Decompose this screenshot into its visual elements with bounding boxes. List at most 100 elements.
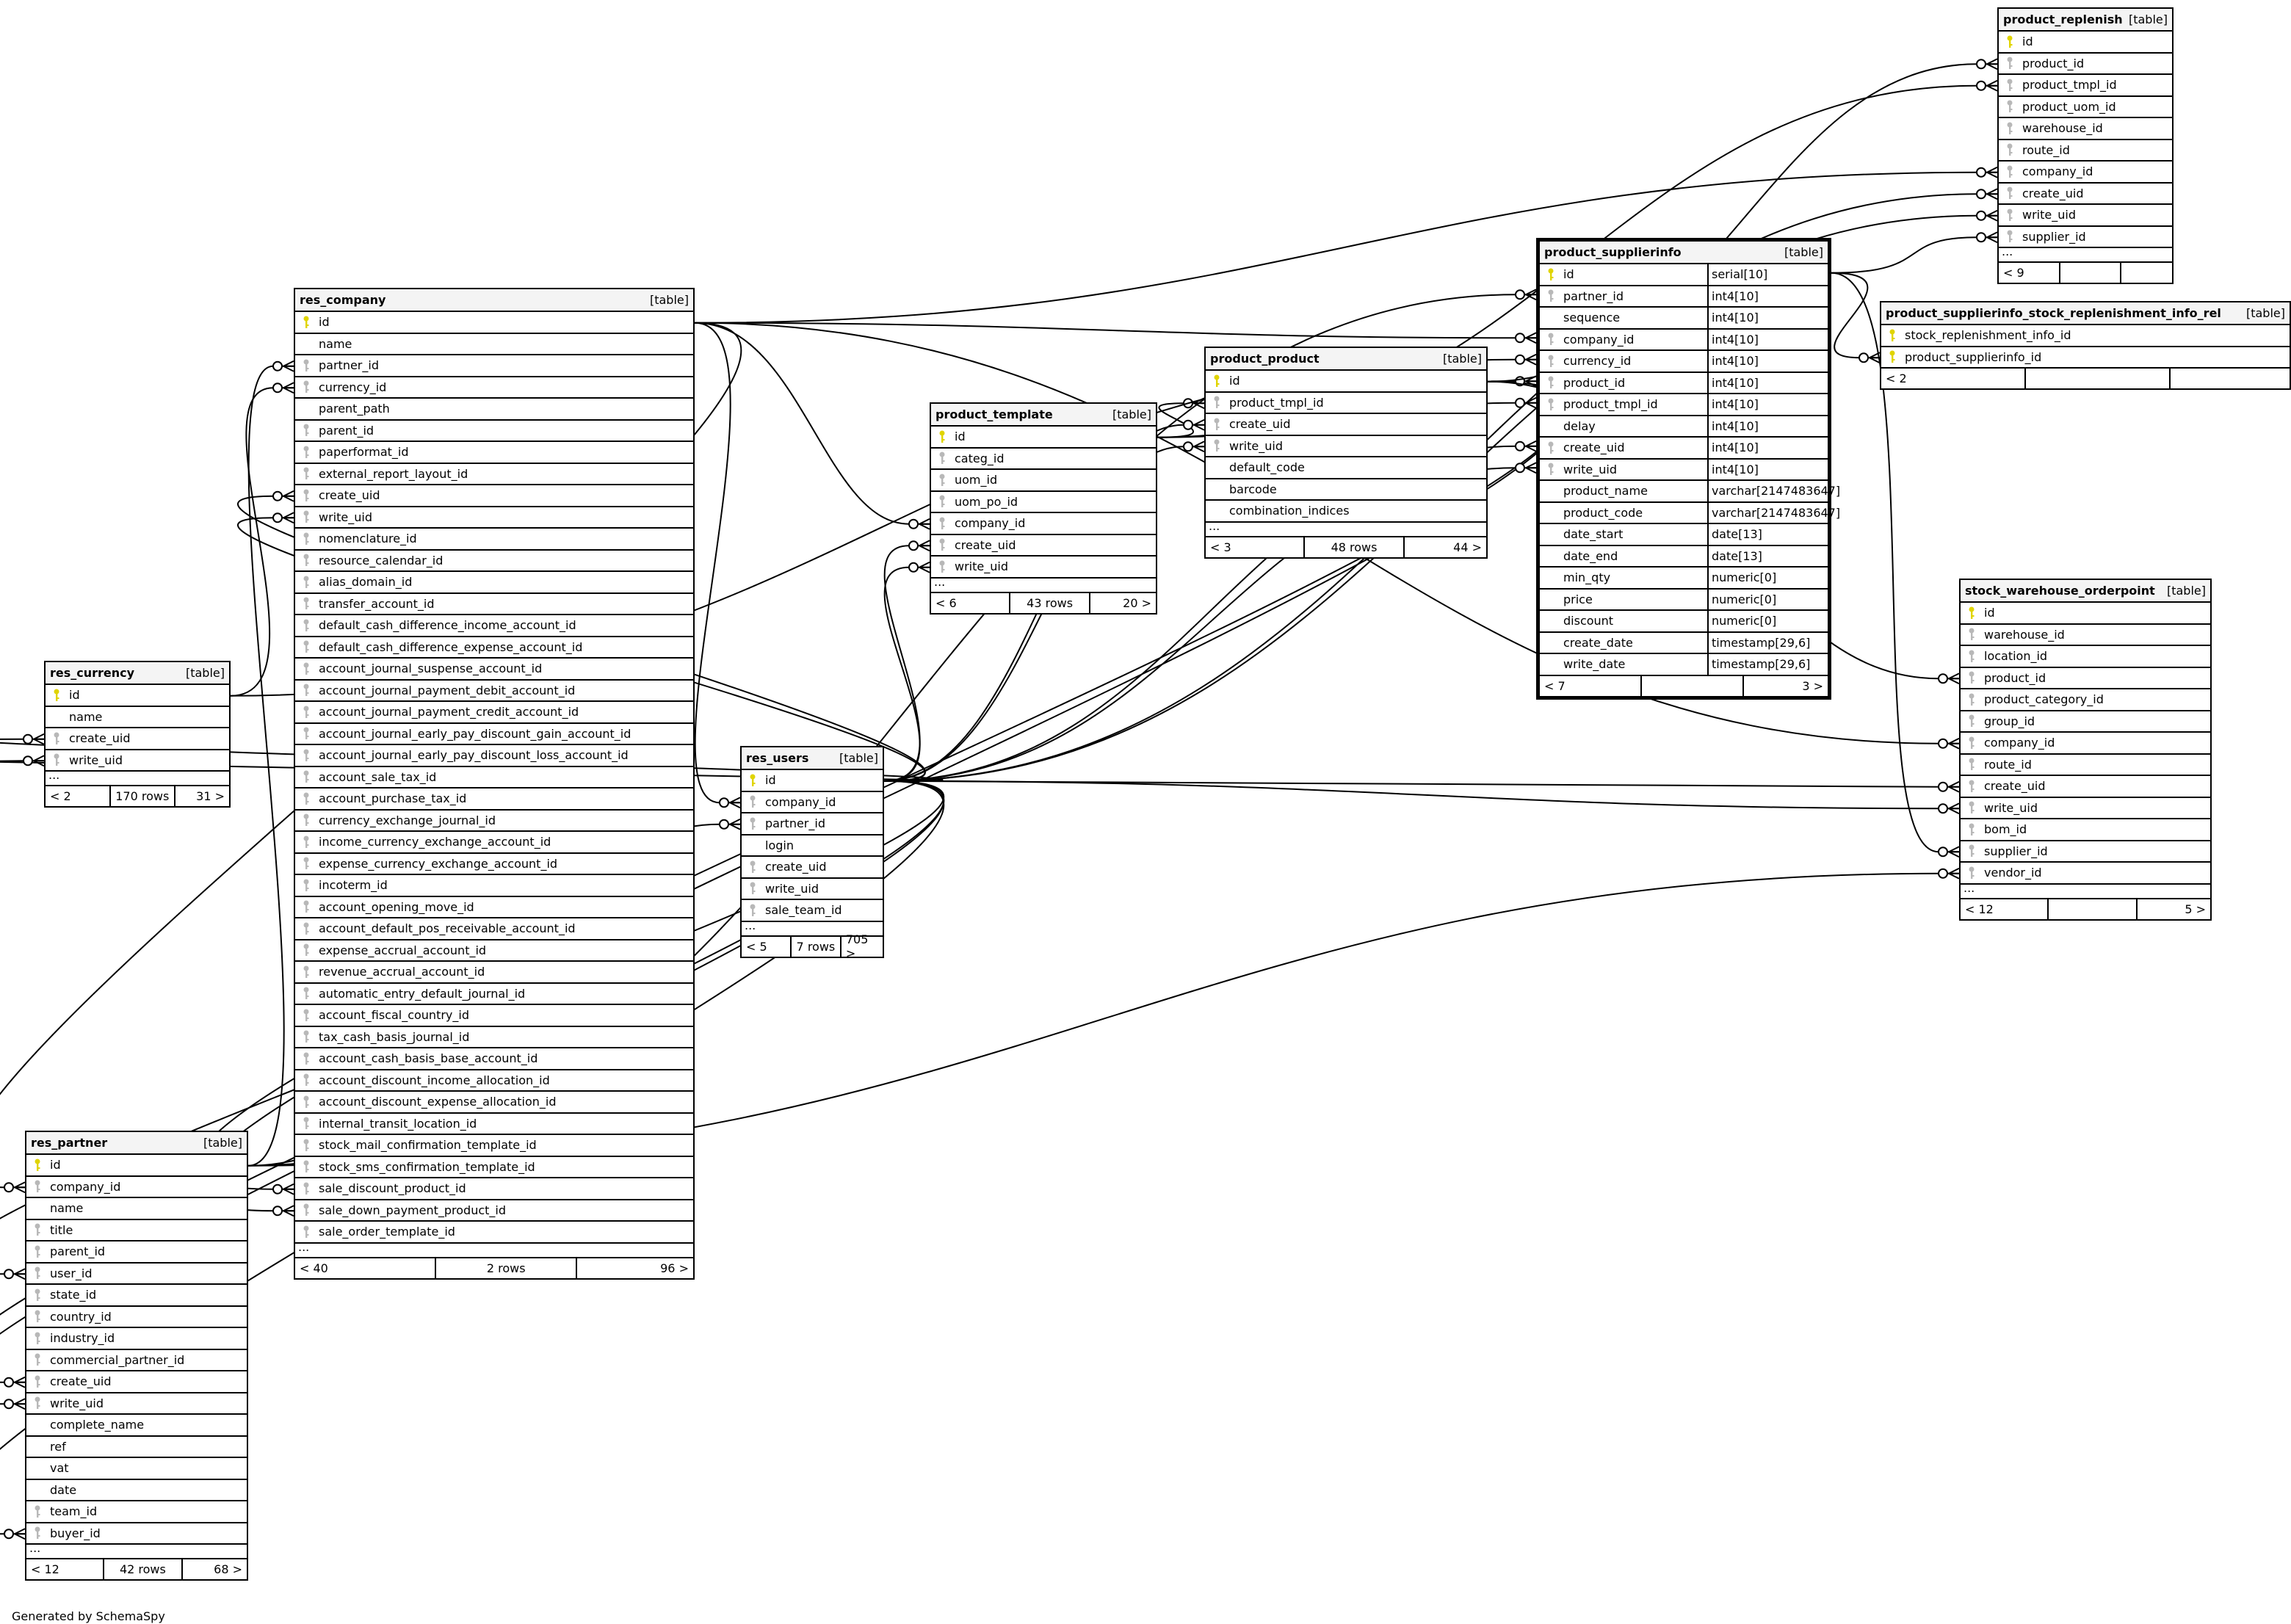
column-row[interactable]: login (742, 835, 883, 857)
more-columns-ellipsis[interactable]: ... (1999, 246, 2172, 263)
column-row[interactable]: company_id (26, 1177, 247, 1198)
column-row[interactable]: create_uid (1206, 414, 1486, 436)
column-row[interactable]: account_journal_payment_credit_account_i… (295, 702, 693, 724)
column-row[interactable]: account_purchase_tax_id (295, 789, 693, 811)
column-row[interactable]: buyer_id (26, 1523, 247, 1545)
column-row[interactable]: transfer_account_id (295, 594, 693, 615)
column-row[interactable]: uom_po_id (931, 492, 1156, 513)
column-row[interactable]: country_id (26, 1307, 247, 1328)
column-row[interactable]: id (295, 312, 693, 334)
column-row[interactable]: write_uid (295, 507, 693, 529)
table-header[interactable]: product_supplierinfo[table] (1540, 242, 1828, 264)
column-row[interactable]: stock_replenishment_info_id (1881, 325, 2290, 347)
parent-count-link[interactable]: < 40 (300, 1261, 328, 1275)
column-row[interactable]: tax_cash_basis_journal_id (295, 1027, 693, 1048)
column-row[interactable]: stock_sms_confirmation_template_id (295, 1157, 693, 1178)
column-row[interactable]: expense_accrual_account_id (295, 940, 693, 962)
column-row[interactable]: revenue_accrual_account_id (295, 962, 693, 984)
column-row[interactable]: product_id (1999, 54, 2172, 75)
column-row[interactable]: partner_id (742, 813, 883, 835)
column-row[interactable]: create_uid (742, 857, 883, 879)
column-row[interactable]: paperformat_id (295, 442, 693, 464)
column-row[interactable]: team_id (26, 1501, 247, 1523)
column-row[interactable]: route_id (1999, 140, 2172, 162)
column-row[interactable]: parent_id (26, 1241, 247, 1264)
table-header[interactable]: stock_warehouse_orderpoint[table] (1961, 580, 2210, 603)
column-row[interactable]: automatic_entry_default_journal_id (295, 984, 693, 1005)
child-count-link[interactable] (2120, 263, 2172, 283)
column-row[interactable]: id (1999, 32, 2172, 54)
column-row[interactable]: resource_calendar_id (295, 551, 693, 572)
column-row[interactable]: nomenclature_id (295, 529, 693, 551)
column-row[interactable]: id (742, 770, 883, 792)
column-row[interactable]: warehouse_id (1999, 118, 2172, 140)
column-row[interactable]: income_currency_exchange_account_id (295, 832, 693, 854)
table-header[interactable]: product_supplierinfo_stock_replenishment… (1881, 302, 2290, 325)
column-row[interactable]: supplier_id (1961, 841, 2210, 863)
column-row[interactable]: name (26, 1198, 247, 1220)
column-row[interactable]: alias_domain_id (295, 572, 693, 594)
column-row[interactable]: partner_id (295, 355, 693, 377)
column-row[interactable]: create_uid (295, 485, 693, 507)
column-row[interactable]: company_id (742, 792, 883, 813)
column-row[interactable]: account_fiscal_country_id (295, 1005, 693, 1027)
column-row[interactable]: group_id (1961, 711, 2210, 733)
child-count-link[interactable]: 31 > (174, 786, 229, 806)
more-columns-ellipsis[interactable]: ... (931, 576, 1156, 593)
column-row[interactable]: product_category_id (1961, 689, 2210, 711)
column-row[interactable]: state_id (26, 1285, 247, 1307)
column-row[interactable]: account_default_pos_receivable_account_i… (295, 918, 693, 940)
table-header[interactable]: product_template[table] (931, 404, 1156, 427)
column-row[interactable]: account_sale_tax_id (295, 767, 693, 789)
more-columns-ellipsis[interactable]: ... (742, 919, 883, 937)
column-row[interactable]: name (295, 334, 693, 355)
more-columns-ellipsis[interactable]: ... (26, 1543, 247, 1559)
parent-count-link[interactable]: < 12 (1965, 902, 1994, 916)
more-columns-ellipsis[interactable]: ... (46, 769, 229, 786)
column-row[interactable]: write_uid (1961, 798, 2210, 819)
column-row[interactable]: id (931, 427, 1156, 449)
child-count-link[interactable]: 68 > (181, 1559, 247, 1579)
column-row[interactable]: industry_id (26, 1328, 247, 1350)
column-row[interactable]: write_uid (46, 750, 229, 772)
child-count-link[interactable]: 96 > (576, 1258, 693, 1278)
parent-count-link[interactable]: < 7 (1544, 678, 1566, 693)
column-row[interactable]: default_cash_difference_expense_account_… (295, 637, 693, 659)
column-row[interactable]: account_discount_income_allocation_id (295, 1070, 693, 1092)
column-row[interactable]: title (26, 1220, 247, 1241)
column-row[interactable]: create_uid (1961, 776, 2210, 798)
column-row[interactable]: route_id (1961, 755, 2210, 776)
column-row[interactable]: id (26, 1155, 247, 1177)
child-count-link[interactable] (2169, 369, 2290, 388)
column-row[interactable]: user_id (26, 1264, 247, 1285)
more-columns-ellipsis[interactable]: ... (295, 1241, 693, 1258)
column-row[interactable]: parent_path (295, 399, 693, 421)
child-count-link[interactable]: 3 > (1742, 675, 1828, 696)
column-row[interactable]: write_uid (1206, 436, 1486, 457)
column-row[interactable]: id (46, 685, 229, 707)
column-row[interactable]: id (1961, 603, 2210, 625)
child-count-link[interactable]: 20 > (1088, 592, 1156, 613)
table-product-supplierinfo-stock-replenishment-info-rel[interactable]: product_supplierinfo_stock_replenishment… (1880, 301, 2291, 390)
child-count-link[interactable]: 705 > (839, 932, 883, 960)
column-row[interactable]: sale_down_payment_product_id (295, 1200, 693, 1222)
column-row[interactable]: product_tmpl_id (1206, 393, 1486, 414)
column-row[interactable]: account_cash_basis_base_account_id (295, 1048, 693, 1070)
column-row[interactable]: vendor_id (1961, 863, 2210, 885)
column-row[interactable]: categ_id (931, 449, 1156, 470)
column-row[interactable]: id (1206, 371, 1486, 393)
more-columns-ellipsis[interactable]: ... (1206, 520, 1486, 537)
column-row[interactable]: default_cash_difference_income_account_i… (295, 615, 693, 637)
column-row[interactable]: barcode (1206, 479, 1486, 501)
